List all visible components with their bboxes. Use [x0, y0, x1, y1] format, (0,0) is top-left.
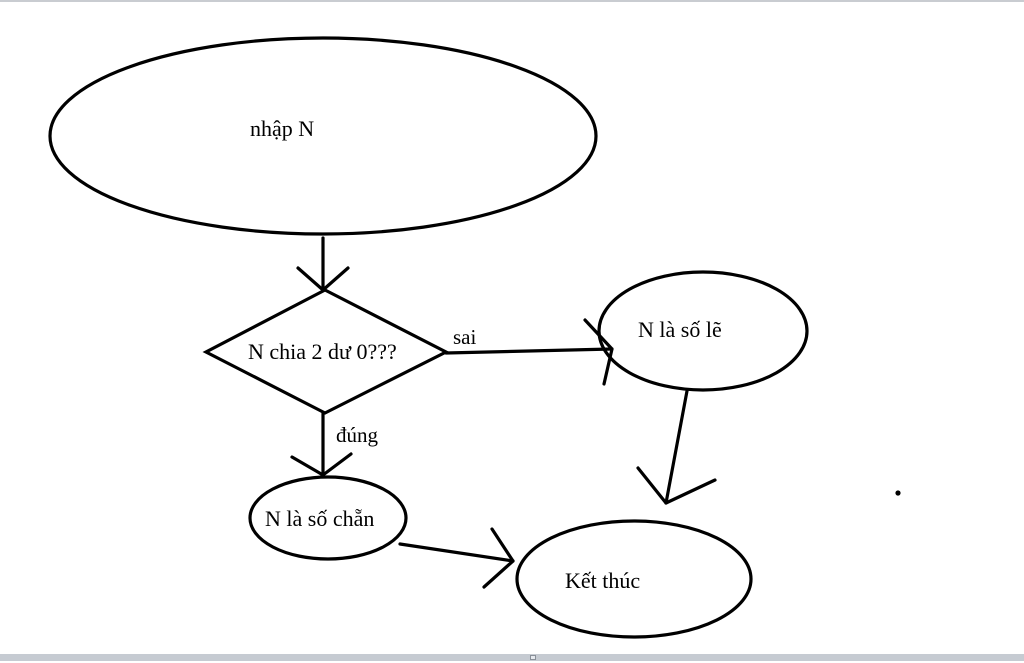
arrow-head — [583, 318, 614, 386]
arrow-decision-to-odd — [444, 318, 614, 386]
window-bottom-bar — [0, 654, 1024, 661]
end-label: Kết thúc — [565, 568, 640, 593]
arrow-line — [444, 347, 614, 355]
resize-handle[interactable] — [530, 655, 536, 660]
even-ellipse — [248, 475, 408, 561]
arrow-even-to-end — [398, 527, 515, 589]
arrow-head — [482, 527, 515, 589]
edge-label-no: sai — [453, 325, 476, 349]
arrow-start-to-decision — [296, 236, 350, 292]
odd-node[interactable]: N là số lẽ — [597, 270, 809, 392]
even-node[interactable]: N là số chẵn — [248, 475, 408, 561]
arrow-head — [636, 466, 717, 505]
arrow-line — [398, 542, 515, 563]
arrow-line — [664, 389, 689, 505]
edge-label-yes: đúng — [336, 423, 379, 447]
arrow-decision-to-even — [290, 411, 353, 477]
start-ellipse — [48, 36, 598, 236]
stray-dot — [895, 490, 901, 496]
decision-node[interactable]: N chia 2 dư 0??? — [202, 288, 450, 415]
odd-label: N là số lẽ — [638, 317, 722, 342]
even-label: N là số chẵn — [265, 506, 374, 531]
arrow-odd-to-end — [636, 389, 717, 505]
end-ellipse — [515, 519, 753, 639]
end-node[interactable]: Kết thúc — [515, 519, 753, 639]
decision-diamond — [202, 288, 450, 415]
arrow-head — [290, 452, 353, 477]
odd-ellipse — [597, 270, 809, 392]
start-label: nhập N — [250, 116, 314, 141]
decision-label: N chia 2 dư 0??? — [248, 339, 397, 364]
start-node[interactable]: nhập N — [48, 36, 598, 236]
